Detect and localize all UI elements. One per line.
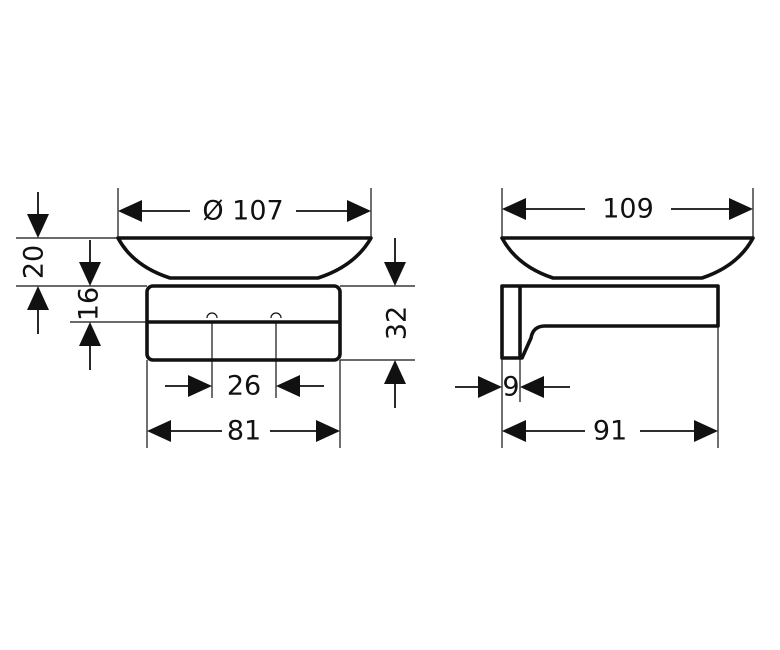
dim-bracket-width: 81 [146,360,341,448]
dim-upper-gap-label: 16 [74,287,105,321]
dim-bowl-height-label: 20 [19,245,50,279]
dim-diameter-label: Ø 107 [202,196,283,227]
dim-screw-spacing-label: 26 [227,371,261,402]
side-view: 109 9 91 [455,188,755,448]
side-dish-bowl [500,236,755,280]
dim-wall-plate: 9 [455,358,570,403]
front-screw-left [206,312,218,319]
side-wall-arm [500,284,720,360]
front-dish-bowl [116,236,373,280]
dim-diameter: Ø 107 [117,188,372,240]
front-screw-right [270,312,282,319]
dim-bowl-height: 20 [16,192,147,334]
dim-bracket-width-label: 81 [227,416,261,447]
dim-projection-label: 91 [593,416,627,447]
dim-screw-spacing: 26 [165,322,324,402]
front-view: Ø 107 20 16 32 [16,188,415,448]
dim-bowl-width-label: 109 [602,194,654,225]
dim-bracket-height-label: 32 [382,306,413,340]
dim-bowl-width: 109 [501,188,754,240]
dim-upper-gap: 16 [70,240,147,370]
dim-bracket-height: 32 [340,238,415,408]
dim-projection: 91 [501,326,719,448]
dim-wall-plate-label: 9 [502,372,519,403]
